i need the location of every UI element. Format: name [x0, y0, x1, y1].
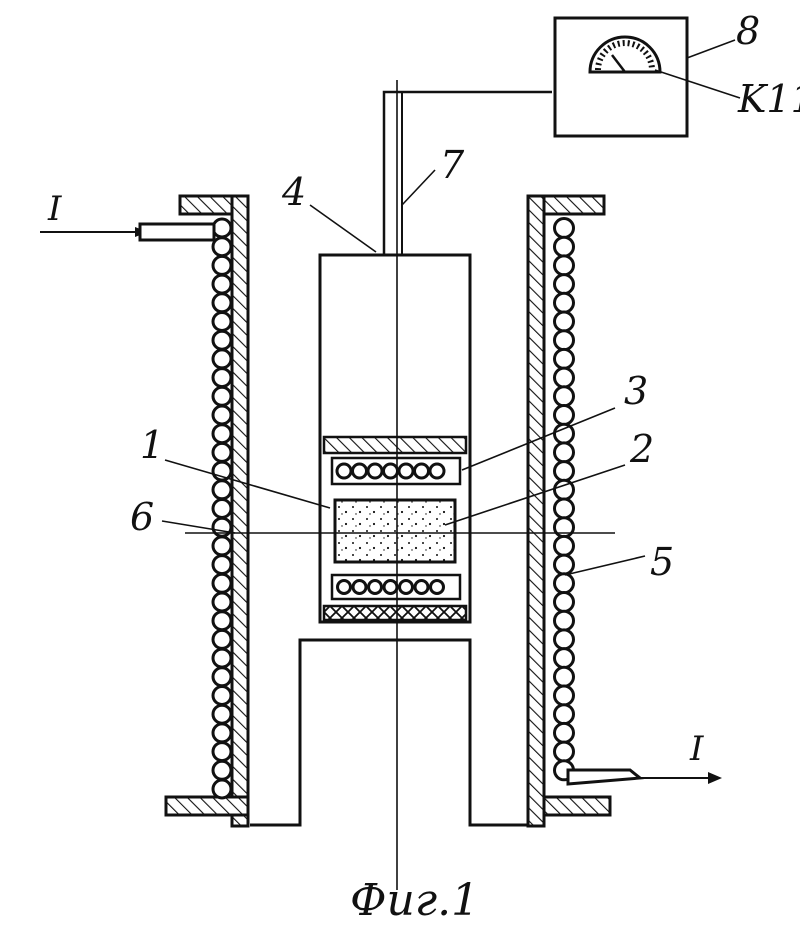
coil-turn — [213, 481, 231, 499]
coil-turn — [555, 518, 574, 537]
coil-turn — [213, 687, 231, 705]
bead — [353, 464, 367, 478]
coil-turn — [555, 331, 574, 350]
coil-turn — [555, 630, 574, 649]
coil-turn — [555, 705, 574, 724]
figure-caption: Фиг.1 — [350, 875, 479, 926]
label-2: 2 — [629, 427, 654, 471]
bead — [369, 581, 382, 594]
current-in-label: I — [47, 189, 62, 229]
coil-turn — [213, 387, 231, 405]
coil-turn — [213, 500, 231, 518]
coil-turn — [213, 556, 231, 574]
coil-turn — [555, 555, 574, 574]
coil-turn — [555, 275, 574, 294]
sample — [335, 500, 455, 562]
bead — [353, 581, 366, 594]
current-out-label: I — [689, 729, 704, 769]
coil-turn — [213, 238, 231, 256]
right-heater-coils — [555, 219, 574, 780]
bead — [399, 464, 413, 478]
coil-turn — [213, 780, 231, 798]
label-6: 6 — [130, 495, 154, 539]
coil-turn — [555, 649, 574, 668]
coil-turn — [213, 574, 231, 592]
coil-turn — [213, 630, 231, 648]
coil-turn — [555, 256, 574, 275]
bead — [338, 581, 351, 594]
coil-turn — [213, 350, 231, 368]
bead — [368, 464, 382, 478]
coil-turn — [555, 686, 574, 705]
bead — [384, 581, 397, 594]
coil-turn — [213, 313, 231, 331]
bead — [400, 581, 413, 594]
bead — [415, 464, 429, 478]
coil-turn — [213, 649, 231, 667]
label-4: 4 — [281, 170, 306, 214]
coil-turn — [213, 743, 231, 761]
coil-turn — [555, 293, 574, 312]
coil-turn — [213, 331, 231, 349]
coil-turn — [555, 536, 574, 555]
coil-turn — [555, 368, 574, 387]
left-heater-coils — [213, 219, 231, 798]
coil-turn — [213, 593, 231, 611]
coil-turn — [555, 424, 574, 443]
coil-turn — [213, 443, 231, 461]
label-1: 1 — [140, 423, 164, 467]
coil-turn — [213, 705, 231, 723]
current-lead-in — [40, 224, 214, 240]
lower-beads — [338, 581, 444, 594]
coil-turn — [213, 425, 231, 443]
measuring-device — [555, 18, 687, 136]
label-k11: K11 — [737, 77, 800, 121]
bead — [415, 581, 428, 594]
container — [320, 255, 470, 622]
coil-turn — [555, 499, 574, 518]
label-3: 3 — [624, 369, 648, 413]
bead — [337, 464, 351, 478]
coil-turn — [555, 443, 574, 462]
coil-turn — [555, 611, 574, 630]
coil-turn — [213, 761, 231, 779]
coil-turn — [213, 724, 231, 742]
label-5: 5 — [650, 540, 674, 584]
bead — [384, 464, 398, 478]
coil-turn — [213, 275, 231, 293]
coil-turn — [555, 462, 574, 481]
coil-turn — [555, 593, 574, 612]
left-furnace-wall — [166, 196, 248, 826]
coil-turn — [213, 369, 231, 387]
current-lead-out — [568, 770, 722, 784]
coil-turn — [555, 723, 574, 742]
label-7: 7 — [440, 143, 465, 187]
coil-turn — [555, 312, 574, 331]
coil-turn — [555, 667, 574, 686]
coil-turn — [213, 406, 231, 424]
coil-turn — [213, 219, 231, 237]
coil-turn — [555, 742, 574, 761]
label-8: 8 — [736, 9, 760, 53]
coil-turn — [555, 406, 574, 425]
coil-turn — [555, 349, 574, 368]
coil-turn — [555, 387, 574, 406]
bead — [430, 464, 444, 478]
coil-turn — [555, 574, 574, 593]
arrow-right-icon — [708, 772, 722, 784]
bead — [431, 581, 444, 594]
coil-turn — [213, 256, 231, 274]
coil-turn — [213, 612, 231, 630]
pedestal — [250, 640, 540, 825]
coil-turn — [213, 537, 231, 555]
upper-beads — [337, 464, 444, 478]
coil-turn — [213, 668, 231, 686]
coil-turn — [213, 294, 231, 312]
coil-turn — [555, 219, 574, 238]
coil-turn — [555, 237, 574, 256]
